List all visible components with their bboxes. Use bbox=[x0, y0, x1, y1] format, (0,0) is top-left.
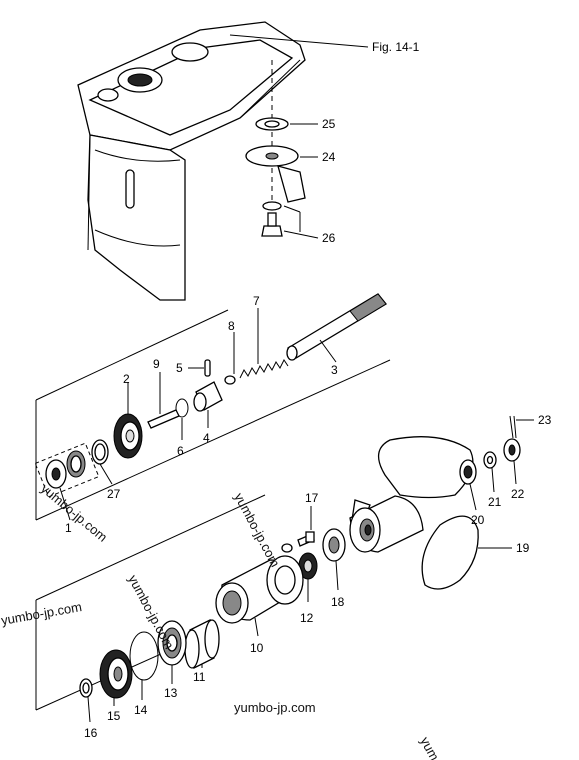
watermark: yum bbox=[417, 734, 442, 760]
part-13-bearing bbox=[157, 620, 187, 666]
part-6-ring bbox=[175, 398, 189, 418]
part-15-reverse-gear bbox=[99, 649, 133, 699]
callout-18: 18 bbox=[331, 595, 345, 609]
part-22-nut bbox=[503, 438, 521, 462]
callout-9: 9 bbox=[153, 357, 160, 371]
watermark: yumbo-jp.com bbox=[125, 572, 177, 651]
part-5-cross-pin bbox=[204, 359, 211, 377]
part-11-bearing bbox=[184, 618, 220, 670]
callout-12: 12 bbox=[300, 611, 314, 625]
part-10-housing bbox=[215, 555, 304, 624]
fig-ref-leader bbox=[229, 34, 369, 48]
part-1-bearing bbox=[34, 442, 100, 498]
part-16-shim bbox=[79, 678, 93, 698]
callout-25: 25 bbox=[322, 117, 336, 131]
callout-22: 22 bbox=[511, 487, 525, 501]
part-27-shim bbox=[91, 439, 109, 465]
callout-6: 6 bbox=[177, 444, 184, 458]
boundary-line bbox=[35, 309, 229, 401]
callout-1: 1 bbox=[65, 521, 72, 535]
part-23-cotter-pin bbox=[509, 415, 517, 439]
callout-26: 26 bbox=[322, 231, 336, 245]
callout-24: 24 bbox=[322, 150, 336, 164]
part-14-o-ring bbox=[129, 631, 159, 681]
part-26-bolt bbox=[261, 201, 283, 237]
callout-8: 8 bbox=[228, 319, 235, 333]
callout-19: 19 bbox=[516, 541, 530, 555]
part-20-spacer bbox=[459, 459, 477, 485]
part-4-clutch bbox=[193, 381, 223, 412]
callout-11: 11 bbox=[193, 670, 206, 684]
callout-15: 15 bbox=[107, 709, 121, 723]
watermark: yumbo-jp.com bbox=[234, 700, 316, 715]
callout-21: 21 bbox=[488, 495, 502, 509]
callout-2: 2 bbox=[123, 372, 130, 386]
callout-7: 7 bbox=[253, 294, 260, 308]
watermark: yumbo-jp.com bbox=[38, 481, 110, 545]
callout-10: 10 bbox=[250, 641, 264, 655]
callout-20: 20 bbox=[471, 513, 485, 527]
callout-4: 4 bbox=[203, 431, 210, 445]
part-24-anode bbox=[245, 145, 306, 203]
boundary-line bbox=[35, 494, 266, 601]
part-18-bushing bbox=[322, 528, 346, 562]
part-17-bolt bbox=[281, 531, 315, 553]
callout-3: 3 bbox=[331, 363, 338, 377]
callout-27: 27 bbox=[107, 487, 121, 501]
gearcase-housing bbox=[77, 21, 306, 301]
part-8-pin bbox=[224, 375, 236, 385]
watermark: yumbo-jp.com bbox=[0, 599, 83, 628]
part-3-shaft bbox=[286, 293, 387, 361]
watermark: yumbo-jp.com bbox=[231, 490, 283, 569]
part-2-forward-gear bbox=[113, 413, 143, 459]
callout-23: 23 bbox=[538, 413, 552, 427]
figure-reference: Fig. 14-1 bbox=[372, 40, 420, 54]
part-25-washer bbox=[255, 117, 289, 131]
part-19-propeller bbox=[349, 436, 479, 590]
callout-13: 13 bbox=[164, 686, 178, 700]
part-9-plunger bbox=[147, 409, 180, 429]
callout-17: 17 bbox=[305, 491, 319, 505]
part-21-washer bbox=[483, 451, 497, 469]
part-7-spring bbox=[239, 359, 289, 379]
boundary-line bbox=[35, 359, 391, 521]
callout-5: 5 bbox=[176, 361, 183, 375]
callout-16: 16 bbox=[84, 726, 98, 740]
callout-14: 14 bbox=[134, 703, 148, 717]
